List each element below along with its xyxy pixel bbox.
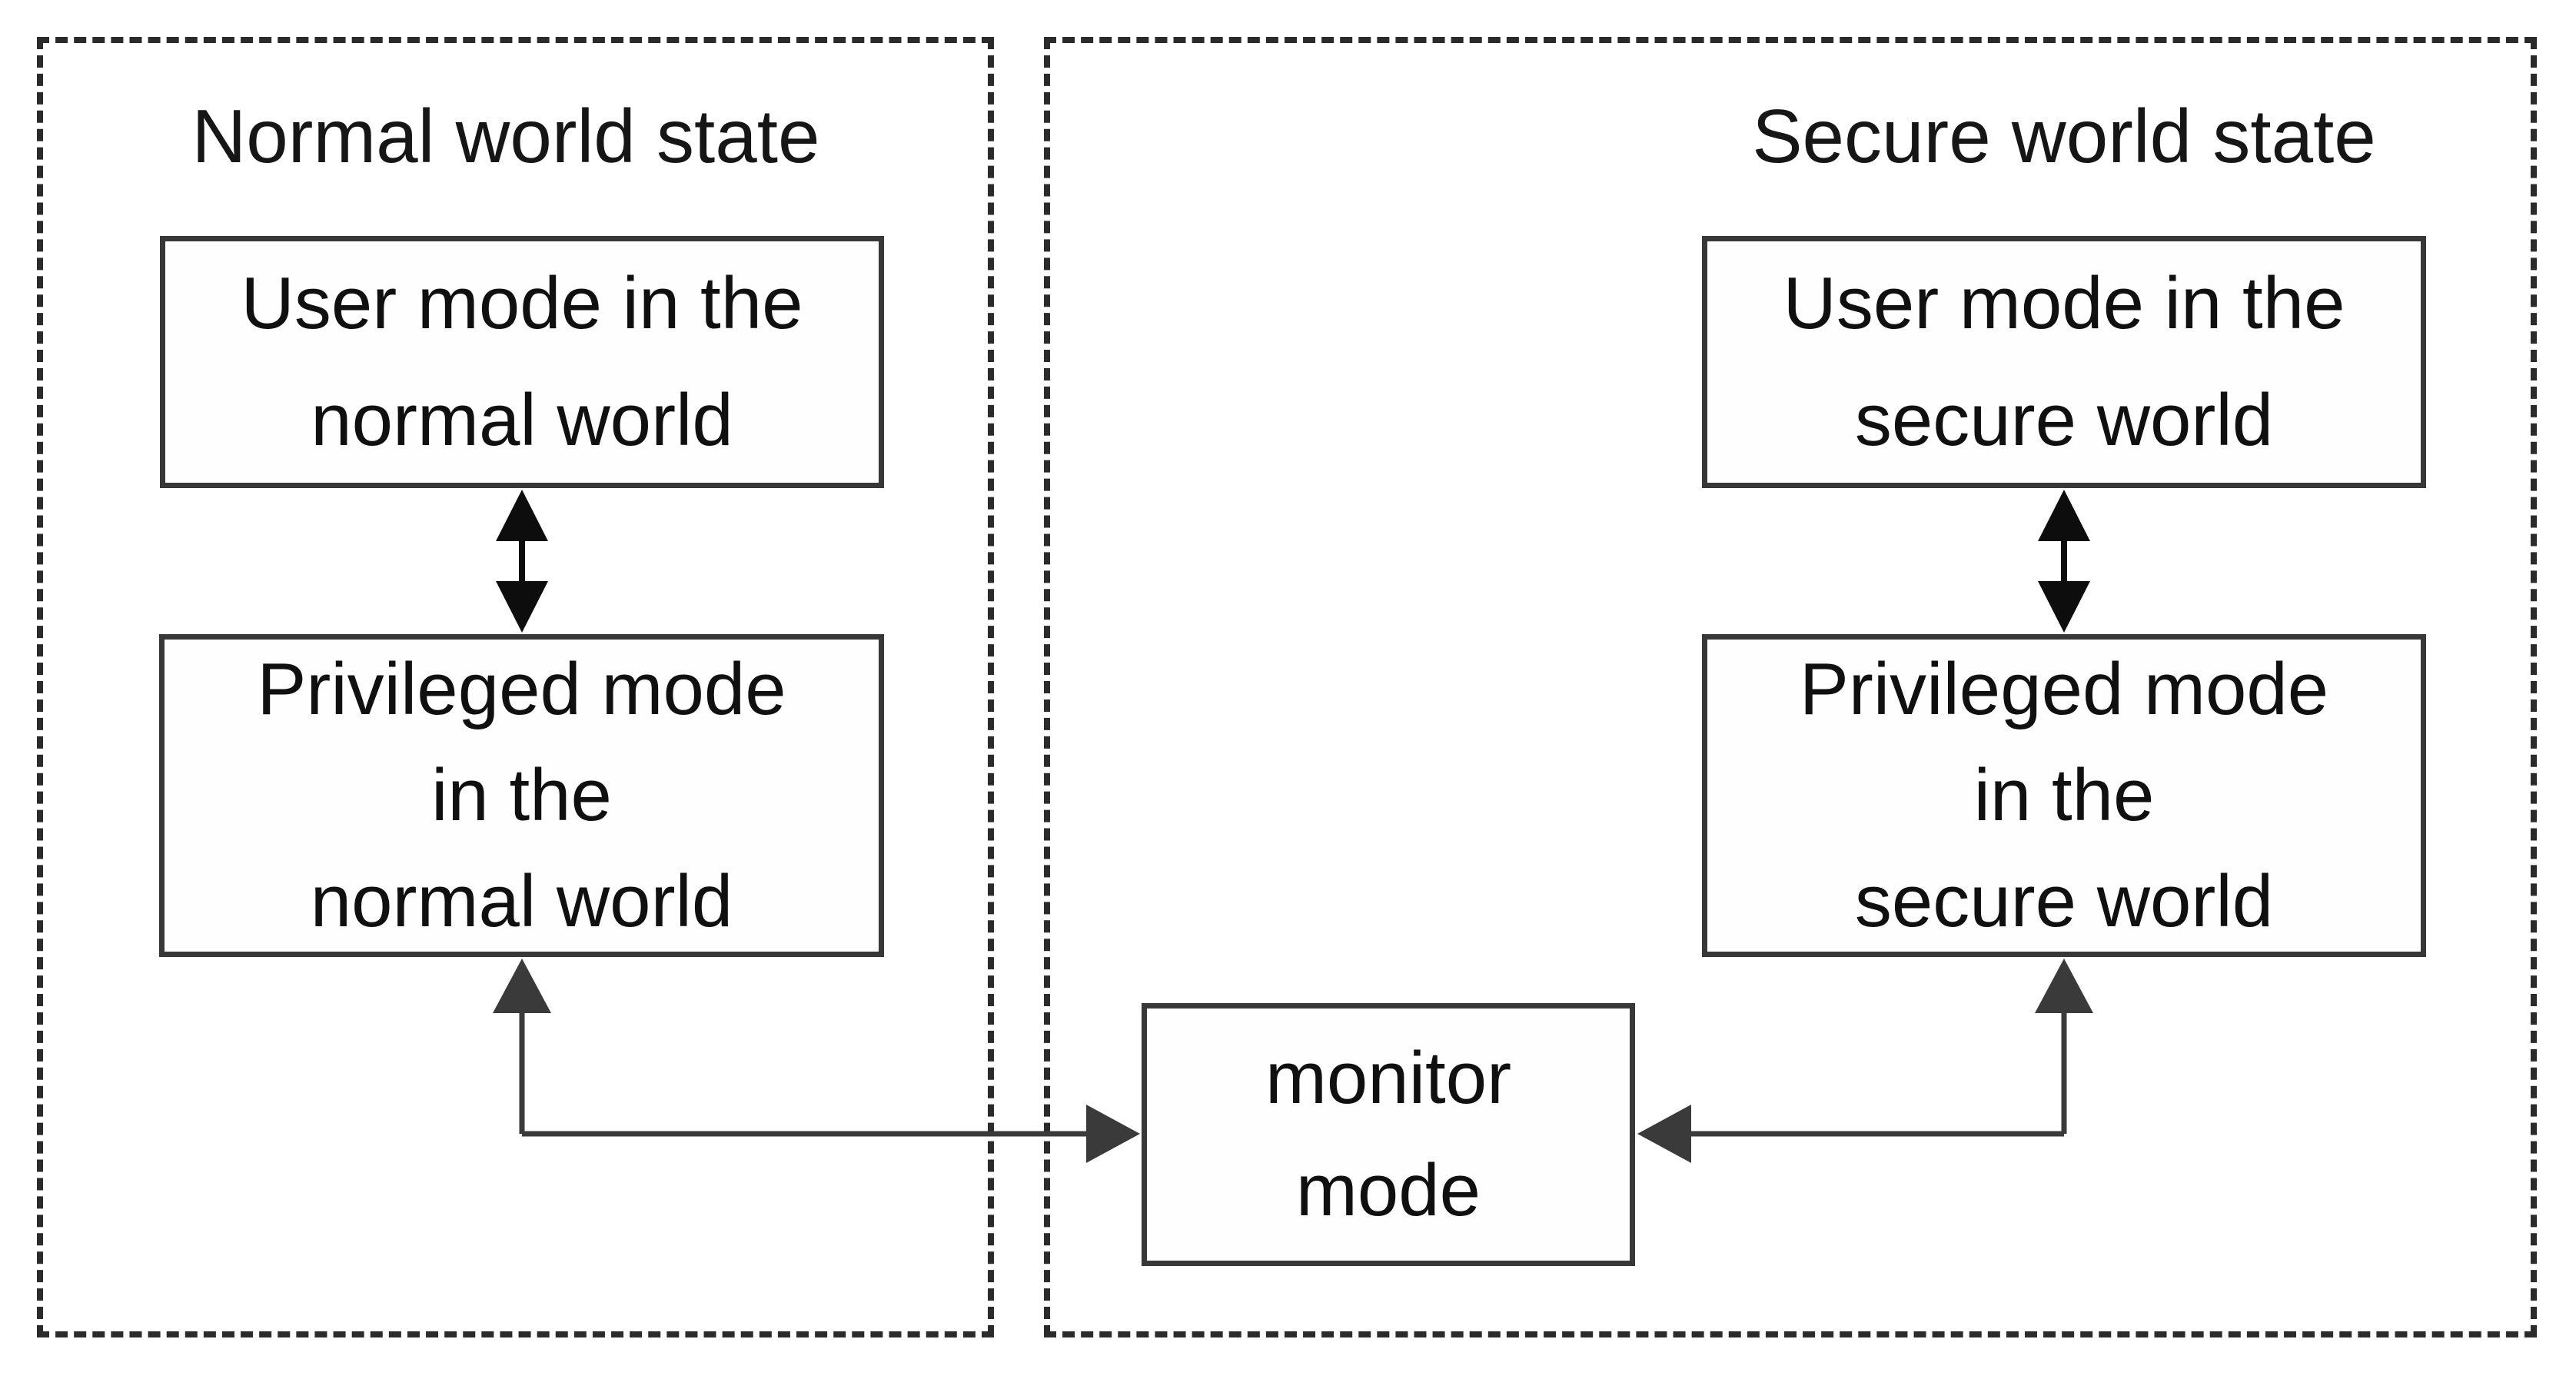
- box-text-line: in the: [1973, 754, 2155, 836]
- monitor-mode-box: monitor mode: [1142, 1003, 1635, 1266]
- normal-world-region: [37, 37, 994, 1337]
- normal-world-title: Normal world state: [191, 94, 820, 178]
- box-text-line: mode: [1295, 1149, 1481, 1231]
- privileged-mode-secure-world-box: Privileged mode in the secure world: [1702, 634, 2426, 957]
- box-text-line: secure world: [1854, 860, 2274, 942]
- box-text-line: User mode in the: [241, 262, 803, 344]
- box-text-line: normal world: [311, 379, 733, 461]
- box-text-line: normal world: [310, 860, 733, 942]
- box-text-line: User mode in the: [1783, 262, 2345, 344]
- box-text-line: Privileged mode: [257, 648, 786, 730]
- secure-world-title: Secure world state: [1752, 94, 2376, 178]
- box-text-line: secure world: [1854, 379, 2274, 461]
- box-text-line: monitor: [1265, 1037, 1512, 1119]
- privileged-mode-normal-world-box: Privileged mode in the normal world: [159, 634, 884, 957]
- box-text-line: Privileged mode: [1799, 648, 2329, 730]
- user-mode-secure-world-box: User mode in the secure world: [1702, 236, 2426, 488]
- secure-world-region: [1044, 37, 2537, 1337]
- box-text-line: in the: [431, 754, 612, 836]
- user-mode-normal-world-box: User mode in the normal world: [160, 236, 884, 488]
